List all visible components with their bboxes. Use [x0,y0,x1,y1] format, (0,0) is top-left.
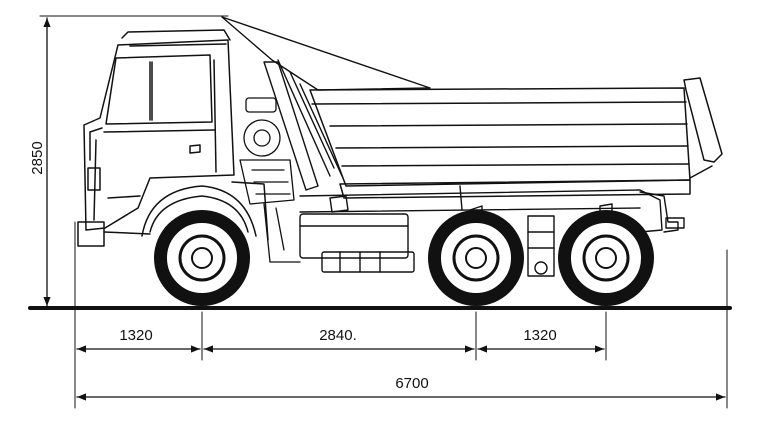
front-wheel [154,210,250,306]
dump-truck [77,16,723,306]
height-dimension-label: 2850 [29,141,46,174]
dump-body [309,77,723,199]
height-dimension: 2850 [29,15,229,307]
front-overhang-dimension: 1320 [76,327,201,353]
cab [83,29,235,231]
extension-lines [74,221,728,409]
overall-length-label: 6700 [395,375,428,392]
wheelbase-label: 2840. [319,327,357,344]
engine-components [239,97,301,263]
overall-length-dimension: 6700 [76,375,726,401]
front-overhang-label: 1320 [119,327,152,344]
wheelbase-dimension: 2840. [203,327,475,353]
rear-axle-spacing-label: 1320 [523,327,556,344]
rear-axle-spacing-dimension: 1320 [477,327,605,353]
rear-wheel-2 [558,210,654,306]
rear-suspension [469,203,613,277]
fuel-tank [299,213,415,273]
rear-wheel-1 [428,210,524,306]
front-bumper [77,181,269,247]
